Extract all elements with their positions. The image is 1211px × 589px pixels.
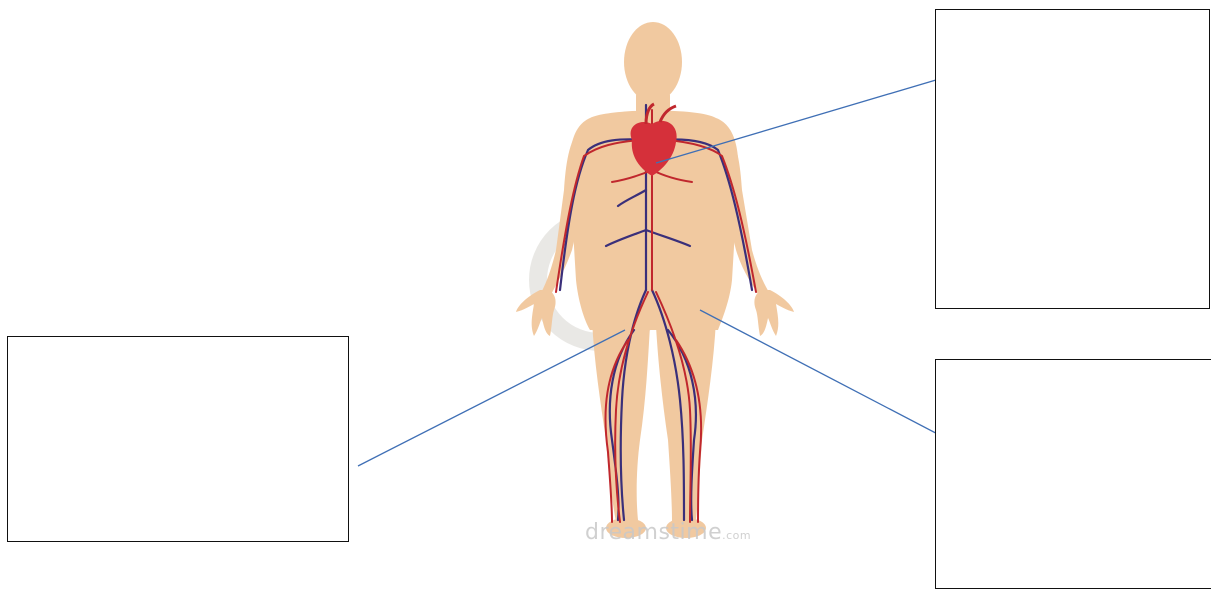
watermark-suffix: .com xyxy=(722,529,751,542)
label-box-vessel-right[interactable] xyxy=(935,359,1211,589)
watermark-text: dreamstime xyxy=(585,520,722,545)
label-box-vessel-left[interactable] xyxy=(7,336,349,542)
leader-line-vessel-left xyxy=(358,330,625,466)
label-box-heart[interactable] xyxy=(935,9,1210,309)
watermark: dreamstime.com xyxy=(585,520,751,545)
